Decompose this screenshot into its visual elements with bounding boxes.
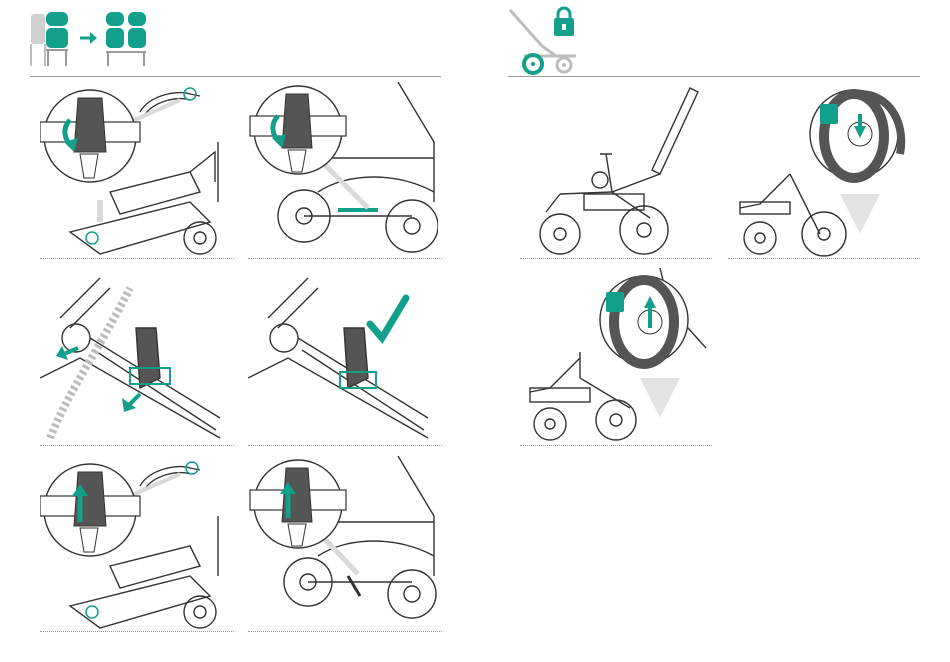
step-divider bbox=[728, 258, 920, 259]
right-section-rule bbox=[508, 76, 920, 77]
step-clamp-close-detail bbox=[40, 456, 230, 630]
chassis-lock-icon bbox=[506, 6, 586, 81]
step-divider bbox=[520, 258, 712, 259]
step-divider bbox=[40, 445, 234, 446]
step-adapter-attached bbox=[248, 268, 438, 444]
lock-icon bbox=[606, 292, 624, 312]
step-divider bbox=[248, 445, 442, 446]
step-divider bbox=[248, 631, 442, 632]
checkmark-icon bbox=[370, 298, 406, 338]
step-divider bbox=[248, 258, 442, 259]
seat-adapter-transfer-icon bbox=[28, 8, 158, 77]
step-clamp-open-detail bbox=[40, 82, 230, 258]
step-clamp-close-rear-view bbox=[248, 456, 438, 630]
lock-icon bbox=[820, 104, 838, 124]
step-divider bbox=[40, 631, 234, 632]
step-clamp-open-rear-view bbox=[248, 82, 438, 258]
left-section-rule bbox=[30, 76, 441, 77]
step-adapter-attach bbox=[40, 268, 230, 444]
step-divider bbox=[40, 258, 234, 259]
step-chassis-side-view bbox=[520, 84, 710, 258]
step-divider bbox=[520, 445, 712, 446]
